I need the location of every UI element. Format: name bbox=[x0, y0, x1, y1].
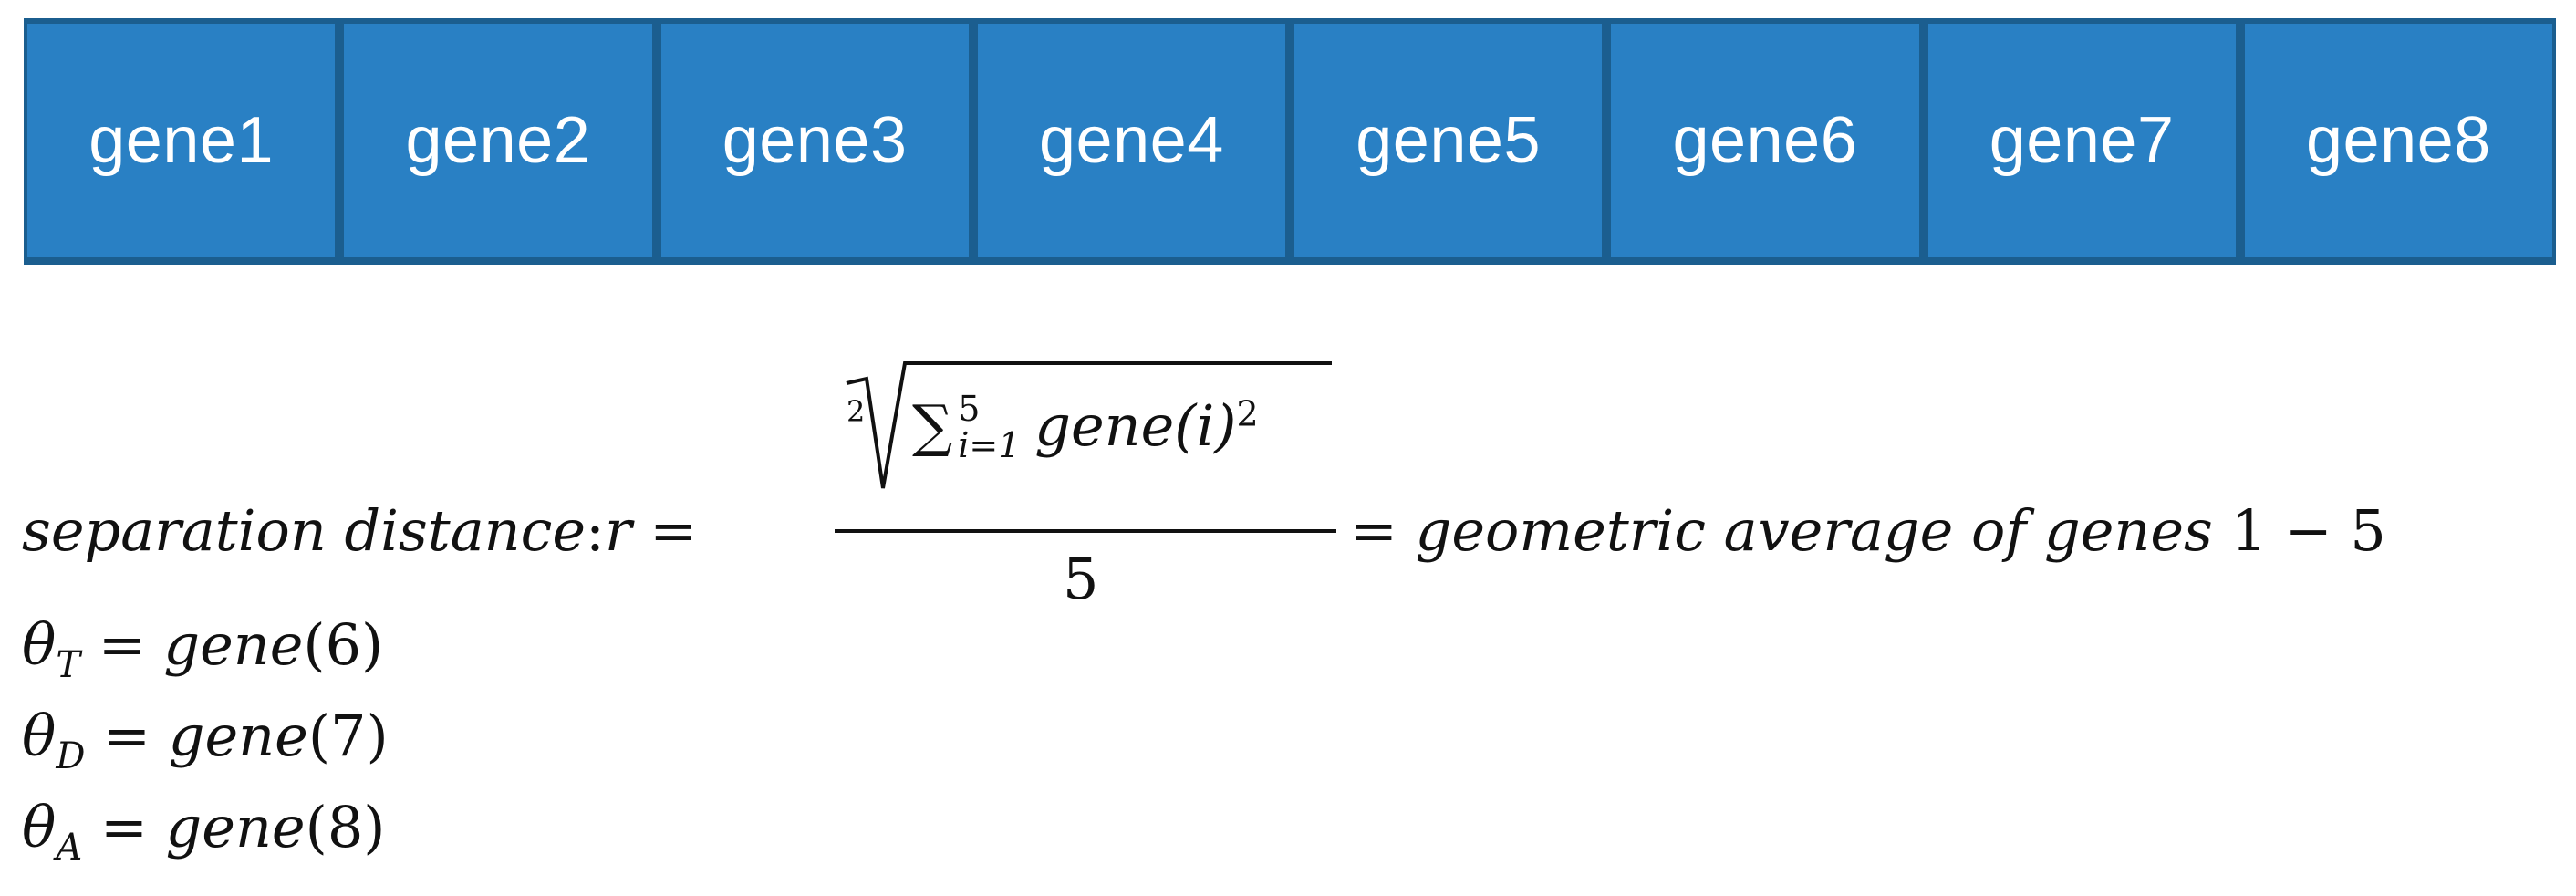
formula-rhs: = geometric average of genes 1 − 5 bbox=[1350, 497, 2386, 564]
lhs-equals: = bbox=[649, 497, 698, 564]
chromosome-bar: gene1 gene2 gene3 gene4 gene5 gene6 gene… bbox=[24, 18, 2556, 265]
sum-exp: 2 bbox=[1236, 393, 1259, 434]
fraction-radical-svg bbox=[835, 361, 1336, 533]
sum-term: gene bbox=[1034, 392, 1175, 459]
gene-cell-8: gene8 bbox=[2244, 24, 2552, 257]
sum-symbol: ∑ bbox=[912, 392, 953, 459]
rhs-equals: = bbox=[1350, 497, 1397, 564]
formula-lhs: separation distance:r = bbox=[22, 497, 697, 564]
lhs-label: separation distance bbox=[22, 497, 587, 564]
theta-subscript: D bbox=[56, 735, 86, 777]
theta-arg: (7) bbox=[307, 703, 389, 769]
denominator: 5 bbox=[1063, 546, 1099, 612]
theta-subscript: A bbox=[56, 827, 83, 869]
theta-symbol: θ bbox=[22, 794, 57, 860]
rhs-text: geometric average of genes bbox=[1415, 497, 2213, 564]
theta-arg: (8) bbox=[305, 794, 386, 860]
theta-equals: = bbox=[98, 611, 146, 678]
theta-fn: gene bbox=[165, 794, 306, 860]
sum-upper: 5 bbox=[958, 389, 981, 429]
lhs-colon: : bbox=[586, 497, 605, 564]
theta-row-d: θD = gene(7) bbox=[22, 703, 389, 777]
sum-arg: (i) bbox=[1174, 392, 1237, 459]
theta-row-a: θA = gene(8) bbox=[22, 794, 385, 869]
gene-cell-1: gene1 bbox=[27, 24, 336, 257]
gene-cell-2: gene2 bbox=[344, 24, 652, 257]
gene-cell-7: gene7 bbox=[1927, 24, 2236, 257]
theta-symbol: θ bbox=[22, 703, 57, 769]
rhs-range: 1 − 5 bbox=[2230, 497, 2386, 564]
gene-cell-3: gene3 bbox=[660, 24, 969, 257]
theta-equals: = bbox=[103, 703, 151, 769]
theta-fn: gene bbox=[168, 703, 308, 769]
theta-subscript: T bbox=[56, 644, 81, 686]
sum-lower: i=1 bbox=[958, 425, 1021, 465]
theta-row-t: θT = gene(6) bbox=[22, 611, 383, 686]
gene-cell-6: gene6 bbox=[1611, 24, 1919, 257]
var-r: r bbox=[604, 497, 632, 564]
theta-symbol: θ bbox=[22, 611, 57, 678]
theta-fn: gene bbox=[163, 611, 304, 678]
root-index: 2 bbox=[847, 394, 866, 429]
gene-cell-4: gene4 bbox=[977, 24, 1285, 257]
gene-cell-5: gene5 bbox=[1294, 24, 1603, 257]
theta-equals: = bbox=[99, 794, 148, 860]
theta-arg: (6) bbox=[303, 611, 384, 678]
